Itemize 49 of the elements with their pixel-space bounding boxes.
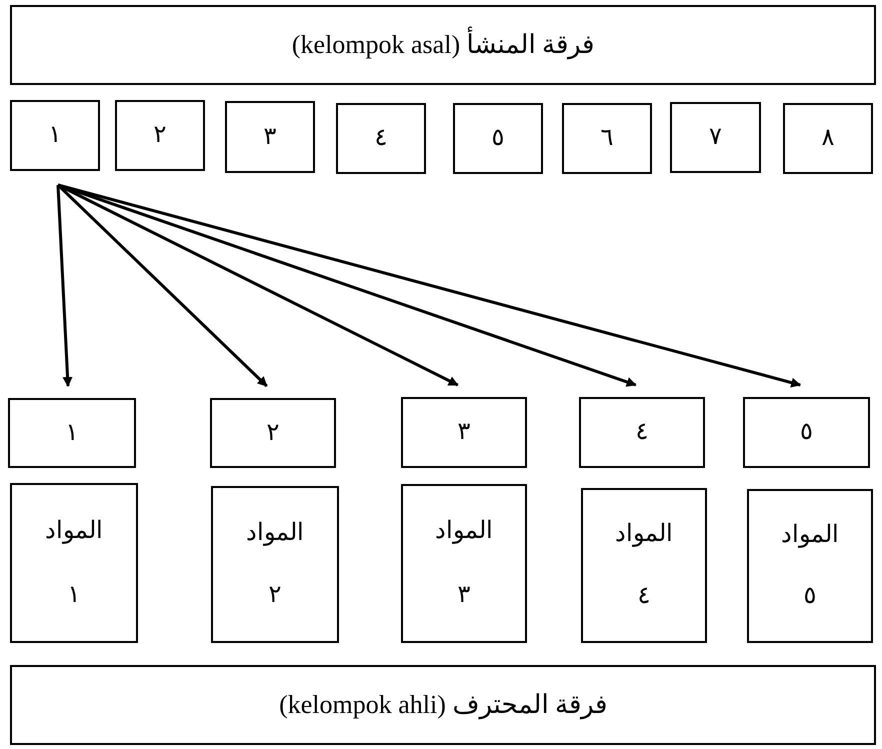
material-box [10, 483, 138, 643]
number-box [8, 398, 136, 468]
number-label: ٥ [800, 418, 813, 447]
group-title: فرقة المنشأ (kelompok asal) [292, 29, 594, 61]
material-box [581, 488, 707, 643]
group-banner [10, 665, 876, 745]
material-box [747, 489, 873, 643]
arrow [58, 184, 802, 388]
group-title: فرقة المحترف (kelompok ahli) [279, 689, 607, 721]
number-box [670, 102, 761, 173]
number-box [210, 398, 336, 468]
number-label: ٨ [822, 124, 834, 153]
number-box [225, 101, 315, 173]
material-label: ٣ [458, 580, 470, 610]
material-label: المواد [246, 518, 304, 548]
arrow [58, 184, 637, 387]
number-label: ٣ [458, 418, 470, 447]
number-label: ٦ [600, 124, 614, 153]
material-label: المواد [615, 520, 673, 550]
number-box [783, 103, 873, 174]
material-label: ٥ [804, 582, 816, 611]
number-label: ١ [48, 121, 62, 150]
number-label: ٢ [266, 418, 280, 448]
number-box [579, 397, 705, 468]
group-banner [10, 5, 876, 85]
arrow [56, 184, 73, 387]
number-label: ٢ [154, 121, 166, 150]
material-label: المواد [45, 516, 103, 546]
material-label: المواد [781, 521, 839, 550]
material-box [401, 484, 527, 643]
number-box [336, 103, 426, 174]
number-label: ٤ [636, 418, 648, 447]
material-label: ١ [68, 580, 80, 610]
arrow [57, 184, 459, 386]
material-label: ٤ [638, 582, 650, 611]
number-box [115, 100, 205, 171]
number-box [562, 103, 652, 174]
number-label: ٤ [374, 124, 388, 153]
number-box [453, 103, 543, 174]
number-box [10, 100, 100, 171]
material-label: ٢ [268, 581, 282, 610]
number-label: ١ [66, 418, 78, 448]
material-box [211, 486, 339, 643]
material-label: المواد [435, 517, 493, 546]
number-label: ٣ [264, 122, 276, 152]
number-label: ٥ [492, 124, 504, 153]
number-box [743, 397, 870, 468]
number-box [401, 397, 527, 468]
number-label: ٧ [709, 123, 722, 152]
